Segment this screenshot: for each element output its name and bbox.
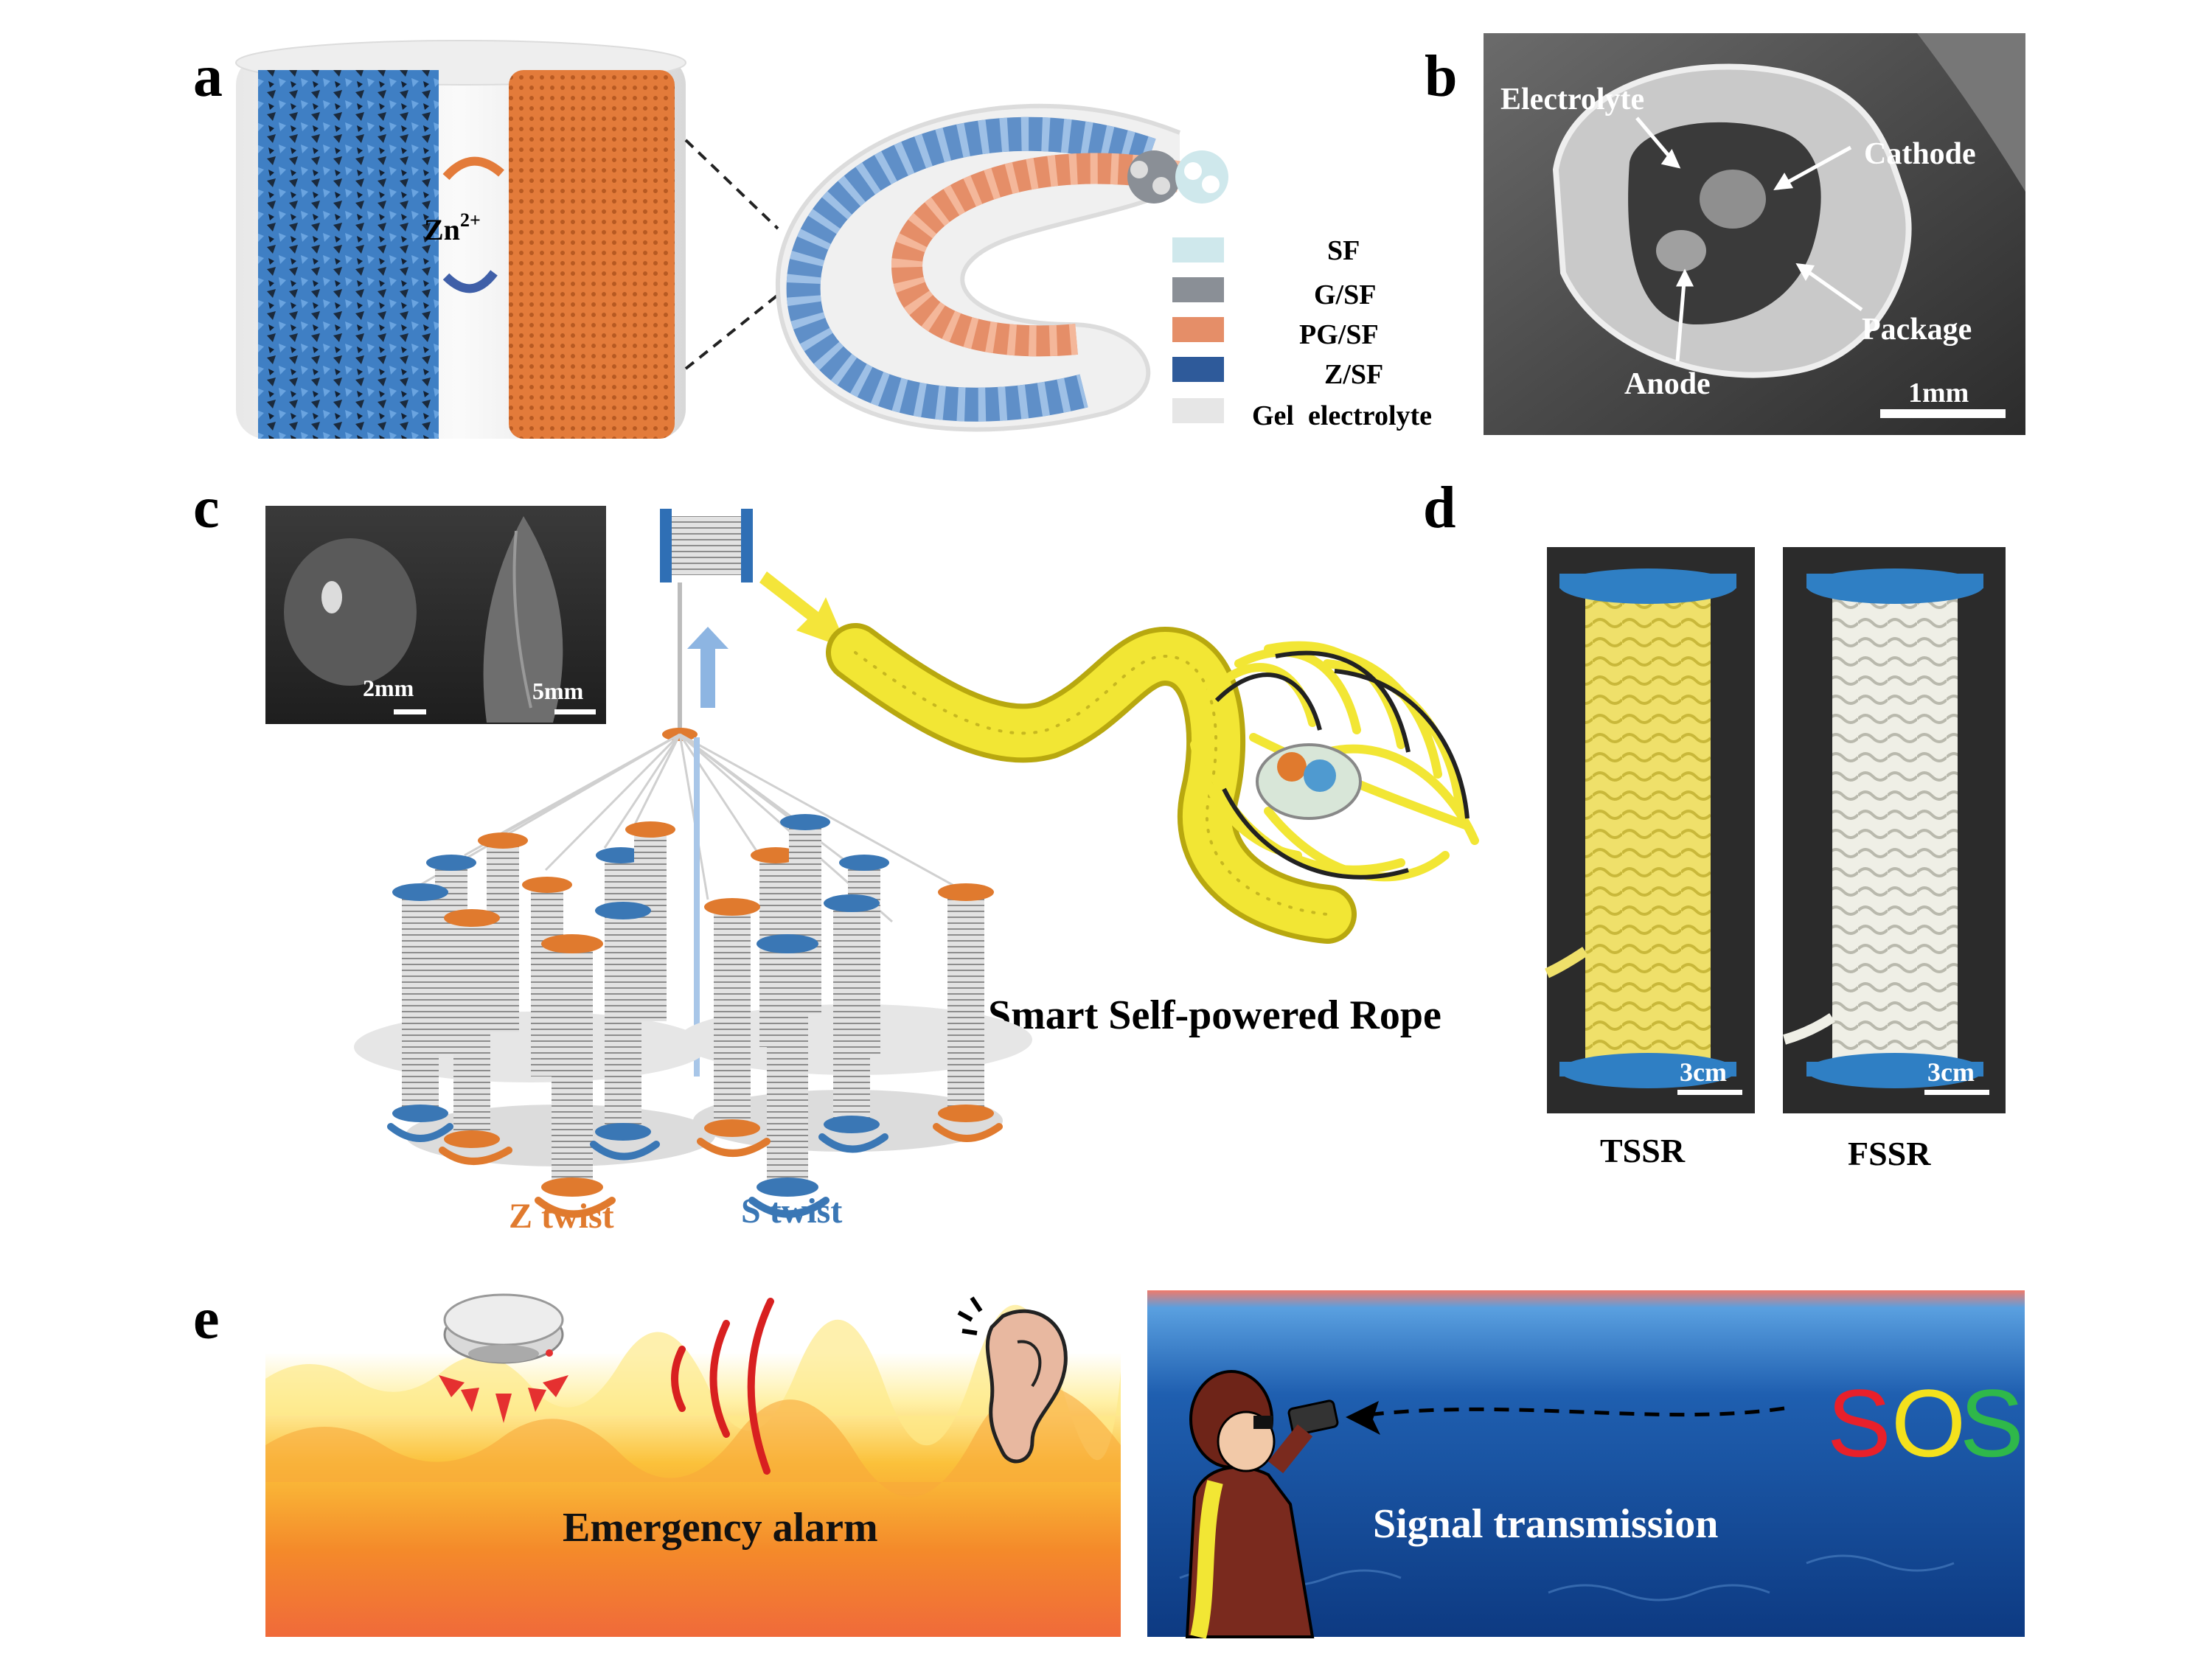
cathode-electrode bbox=[509, 70, 675, 439]
panel-c-take-up-spool bbox=[660, 509, 753, 741]
panel-letter-a: a bbox=[193, 44, 223, 109]
svg-text:O: O bbox=[1891, 1369, 1966, 1477]
panel-letter-c: c bbox=[193, 476, 220, 540]
svg-text:S: S bbox=[1960, 1369, 2024, 1477]
legend-item-z-sf: Z/SF bbox=[1172, 357, 1383, 390]
panel-a-dashed-zoom-lines bbox=[684, 139, 779, 370]
legend-swatch-gel bbox=[1172, 398, 1224, 423]
panel-a-electrode-cylinder: Zn2+ bbox=[235, 40, 686, 439]
panel-a-legend: SF G/SF PG/SF Z/SF Gel electrolyte bbox=[1172, 235, 1432, 431]
legend-item-gel: Gel electrolyte bbox=[1172, 398, 1432, 431]
legend-label-gel: Gel electrolyte bbox=[1252, 400, 1432, 431]
legend-item-g-sf: G/SF bbox=[1172, 277, 1376, 310]
scale-label-tssr: 3cm bbox=[1680, 1057, 1727, 1087]
panel-letter-b: b bbox=[1425, 44, 1458, 109]
anode-particle bbox=[1656, 230, 1706, 271]
panel-d-tssr-photo: 3cm bbox=[1545, 547, 1755, 1113]
spool-row-front bbox=[392, 883, 994, 1197]
legend-swatch-sf bbox=[1172, 237, 1224, 262]
panel-e-emergency-alarm-scene: Emergency alarm bbox=[265, 1290, 1121, 1637]
scale-bar-1mm bbox=[1880, 409, 2006, 418]
caption-fssr: FSSR bbox=[1848, 1135, 1931, 1172]
s-twist-label: S twist bbox=[741, 1192, 842, 1231]
ion-arrow-top bbox=[442, 156, 504, 181]
scale-label-1mm: 1mm bbox=[1908, 378, 1969, 408]
panel-c-braiding-machine bbox=[354, 733, 1032, 1218]
legend-label-pg-sf: PG/SF bbox=[1299, 319, 1379, 350]
sos-signal: S O S bbox=[1827, 1369, 2024, 1477]
sem-label-cathode: Cathode bbox=[1864, 137, 1976, 171]
scale-label-2mm: 2mm bbox=[363, 675, 414, 701]
signal-transmission-label: Signal transmission bbox=[1373, 1501, 1718, 1547]
panel-c-rope bbox=[826, 623, 1479, 944]
ear-icon bbox=[957, 1296, 1068, 1464]
legend-swatch-g-sf bbox=[1172, 277, 1224, 302]
legend-swatch-pg-sf bbox=[1172, 317, 1224, 342]
caption-tssr: TSSR bbox=[1600, 1132, 1686, 1169]
legend-label-z-sf: Z/SF bbox=[1324, 359, 1383, 390]
legend-swatch-z-sf bbox=[1172, 357, 1224, 382]
upward-arrow bbox=[687, 627, 728, 708]
ion-arrow-bottom bbox=[442, 270, 498, 293]
legend-label-sf: SF bbox=[1327, 235, 1360, 266]
scale-label-5mm: 5mm bbox=[532, 678, 584, 704]
z-twist-label: Z twist bbox=[509, 1197, 614, 1236]
smoke-detector-icon bbox=[439, 1293, 568, 1423]
sound-waves-icon bbox=[671, 1298, 774, 1475]
sem-label-electrolyte: Electrolyte bbox=[1500, 83, 1644, 116]
zn-ion-label: Zn2+ bbox=[424, 209, 481, 246]
panel-a-helix-battery bbox=[775, 103, 1228, 432]
panel-d-fssr-photo: 3cm bbox=[1783, 547, 2006, 1113]
panel-c-yellow-arrow bbox=[759, 571, 848, 649]
scale-label-fssr: 3cm bbox=[1927, 1057, 1975, 1087]
legend-item-pg-sf: PG/SF bbox=[1172, 317, 1379, 350]
cathode-particle bbox=[1700, 170, 1766, 229]
panel-c-sem-insets: 2mm 5mm bbox=[265, 506, 606, 724]
svg-text:S: S bbox=[1827, 1369, 1891, 1477]
panel-e-signal-transmission-scene: S O S Signal transmission bbox=[1147, 1290, 2025, 1639]
rope-title: Smart Self-powered Rope bbox=[988, 992, 1441, 1038]
panel-letter-d: d bbox=[1423, 476, 1456, 540]
anode-electrode bbox=[258, 70, 439, 439]
person-with-telescope-icon bbox=[1185, 1370, 1339, 1639]
legend-item-sf: SF bbox=[1172, 235, 1360, 266]
panel-letter-e: e bbox=[193, 1287, 220, 1352]
signal-dashed-arrow bbox=[1360, 1406, 1785, 1418]
legend-label-g-sf: G/SF bbox=[1314, 279, 1376, 310]
emergency-alarm-label: Emergency alarm bbox=[563, 1505, 878, 1551]
sem-label-anode: Anode bbox=[1624, 367, 1711, 401]
sem-label-package: Package bbox=[1862, 313, 1972, 347]
panel-b-sem-image: Electrolyte Cathode Anode Package 1mm bbox=[1484, 33, 2025, 435]
